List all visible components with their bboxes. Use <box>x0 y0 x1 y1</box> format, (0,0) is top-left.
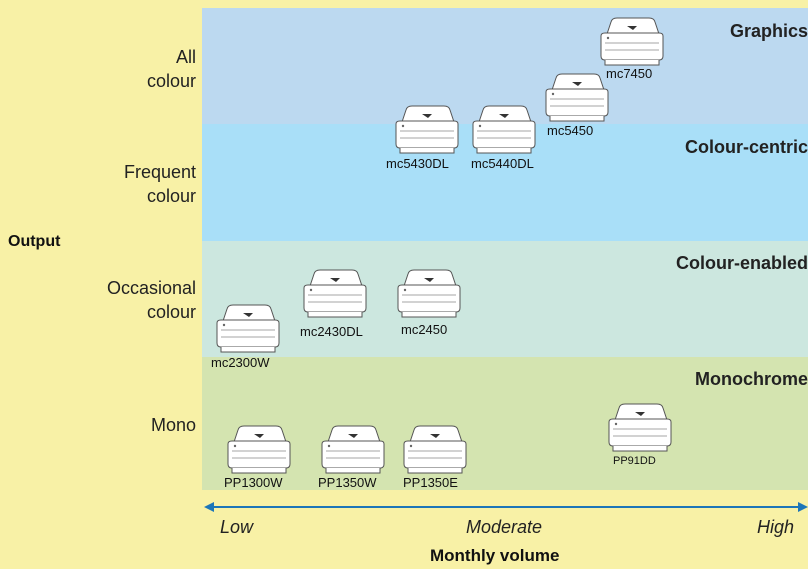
printer-label: PP1350W <box>318 475 377 490</box>
printer-pp1350w-icon <box>318 420 388 476</box>
y-axis-title: Output <box>8 233 60 251</box>
ylabel-mono: Mono <box>151 413 196 437</box>
x-tick-high: High <box>757 517 794 538</box>
printer-label: PP1300W <box>224 475 283 490</box>
band-label-colour-centric: Colour-centric <box>685 137 808 158</box>
printer-label: mc2300W <box>211 355 270 370</box>
x-tick-low: Low <box>220 517 253 538</box>
printer-label: mc5430DL <box>386 156 449 171</box>
printer-mc2300w-icon <box>213 299 283 355</box>
printer-label: PP1350E <box>403 475 458 490</box>
printer-mc7450-icon <box>597 12 667 68</box>
ylabel-line: colour <box>107 300 196 324</box>
printer-mc2450-icon <box>394 264 464 320</box>
printer-mc5430dl-icon <box>392 100 462 156</box>
printer-label: PP91DD <box>613 455 656 467</box>
band-label-colour-enabled: Colour-enabled <box>676 253 808 274</box>
ylabel-line: colour <box>147 69 196 93</box>
printer-label: mc7450 <box>606 66 652 81</box>
printer-label: mc5440DL <box>471 156 534 171</box>
ylabel-line: All <box>147 45 196 69</box>
x-tick-moderate: Moderate <box>466 517 542 538</box>
ylabel-frequent-colour: Frequent colour <box>124 160 196 208</box>
printer-label: mc5450 <box>547 123 593 138</box>
printer-pp1350e-icon <box>400 420 470 476</box>
ylabel-occasional-colour: Occasional colour <box>107 276 196 324</box>
ylabel-line: colour <box>124 184 196 208</box>
band-label-monochrome: Monochrome <box>695 369 808 390</box>
printer-pp91dd-icon <box>605 398 675 454</box>
printer-mc5450-icon <box>542 68 612 124</box>
ylabel-line: Frequent <box>124 160 196 184</box>
ylabel-all-colour: All colour <box>147 45 196 93</box>
ylabel-line: Mono <box>151 413 196 437</box>
printer-label: mc2430DL <box>300 324 363 339</box>
printer-pp1300w-icon <box>224 420 294 476</box>
x-axis-title: Monthly volume <box>430 546 559 566</box>
ylabel-line: Occasional <box>107 276 196 300</box>
printer-label: mc2450 <box>401 322 447 337</box>
band-label-graphics: Graphics <box>730 21 808 42</box>
band-colour-enabled: Colour-enabled <box>202 241 808 357</box>
x-axis-arrow <box>204 500 808 514</box>
printer-mc2430dl-icon <box>300 264 370 320</box>
printer-mc5440dl-icon <box>469 100 539 156</box>
